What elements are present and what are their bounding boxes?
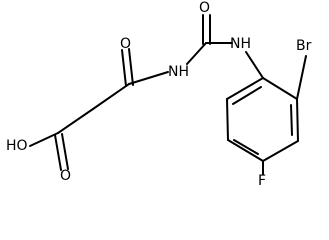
ring-bond-1 [262,77,298,100]
bond-ring-br [296,55,307,100]
ring-inner-2 [233,139,259,155]
bond-ho-c1 [29,132,59,147]
ring-bond-5 [226,98,229,141]
atom-nh-anilide: NH [230,36,251,52]
bond-nh-curea [186,42,207,65]
atom-br: Br [296,38,312,54]
ring-inner-3 [232,86,262,105]
bond-set [29,14,307,175]
bond-nh-ring [245,51,264,79]
bond-c1-o-double-b [61,133,69,170]
ring-bond-6 [226,77,264,100]
atom-o-urea: O [199,0,210,16]
atom-o-acyl: O [120,36,131,52]
ring-bond-3 [262,140,299,162]
bond-c3-nh [128,71,169,85]
ring-bond-4 [227,139,264,162]
atom-f: F [258,173,266,189]
bond-c3-o-double-b [128,48,134,86]
atom-ho: HO [6,138,28,154]
bond-c1-c2 [57,108,94,134]
bond-c2-c3 [92,83,130,110]
chemical-structure: O NH Br NH O F HO O [6,0,312,189]
ring-bond-2 [296,98,299,142]
bond-c3-o-double-a [121,49,127,87]
atom-o-acid: O [60,168,71,184]
atom-labels: O NH Br NH O F HO O [6,0,312,189]
ring-inner-1 [290,104,293,136]
atom-nh-imide: NH [168,64,189,80]
bond-c1-o-double-a [54,134,62,171]
